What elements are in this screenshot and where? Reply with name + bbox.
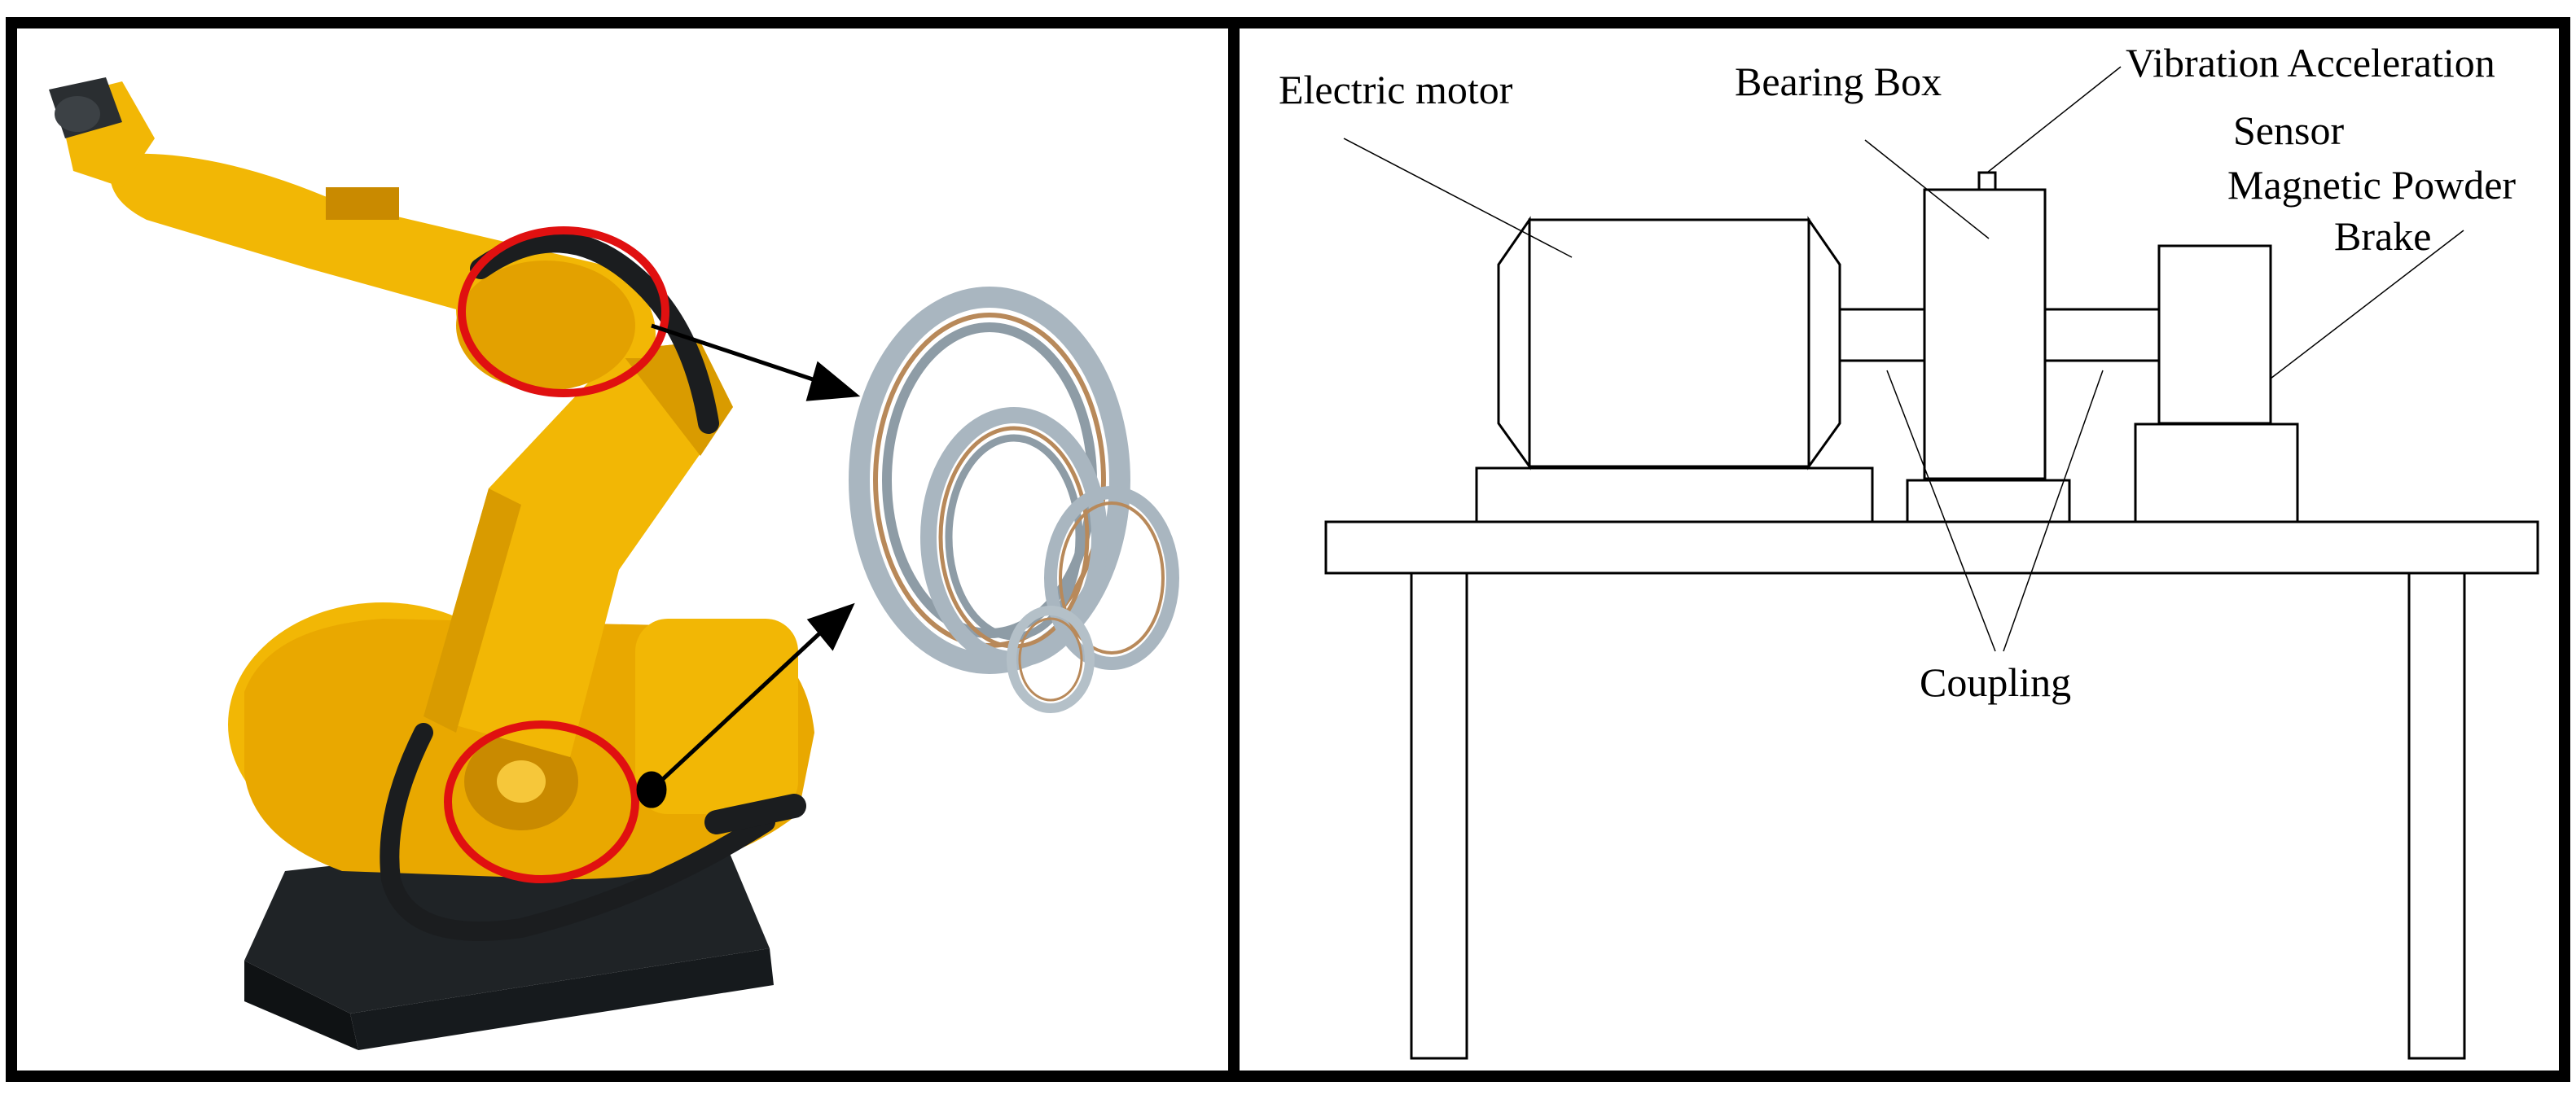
table-leg-right	[2407, 571, 2466, 1060]
arrow-head-upper	[805, 361, 861, 401]
robot-panel	[49, 77, 1179, 1050]
label-bearing-box: Bearing Box	[1735, 59, 1942, 104]
label-vibration-sensor-line1: Vibration Acceleration	[2126, 40, 2495, 85]
bearing-box-base	[1906, 479, 2071, 523]
label-coupling: Coupling	[1920, 659, 2071, 705]
bearing-rings-icon	[849, 287, 1179, 713]
brake-base	[2134, 423, 2299, 523]
test-rig-schematic	[1324, 66, 2539, 1060]
highlight-circles	[444, 226, 669, 883]
schematic-labels: Electric motor Bearing Box Vibration Acc…	[1279, 40, 2516, 705]
label-electric-motor: Electric motor	[1279, 67, 1513, 112]
motor-end-cap-left	[1497, 216, 1531, 471]
table-top	[1324, 520, 2539, 575]
shaft-right	[2043, 308, 2161, 362]
figure-frames	[6, 17, 2570, 1082]
motor-base	[1475, 466, 1874, 523]
base-joint-circle	[444, 720, 639, 883]
leader-lines	[1343, 66, 2464, 652]
bearing-box	[1923, 188, 2047, 480]
label-brake-line1: Magnetic Powder	[2227, 162, 2516, 208]
shoulder-joint-circle	[458, 226, 669, 397]
robot-wrist	[49, 77, 155, 187]
label-vibration-sensor-line2: Sensor	[2233, 107, 2344, 153]
robot-upper-arm	[110, 153, 656, 391]
shaft-left	[1838, 308, 1926, 362]
magnetic-powder-brake	[2157, 244, 2272, 425]
bearing-arrows	[636, 323, 861, 808]
arrow-origin-dot	[636, 771, 667, 808]
arrow-head-lower	[806, 602, 855, 651]
label-brake-line2: Brake	[2334, 213, 2431, 259]
outer-frame	[6, 17, 2570, 1082]
robot-cables	[380, 231, 806, 941]
vibration-sensor	[1977, 171, 1997, 191]
motor-end-cap-right	[1807, 216, 1841, 471]
table-leg-left	[1410, 571, 1468, 1060]
